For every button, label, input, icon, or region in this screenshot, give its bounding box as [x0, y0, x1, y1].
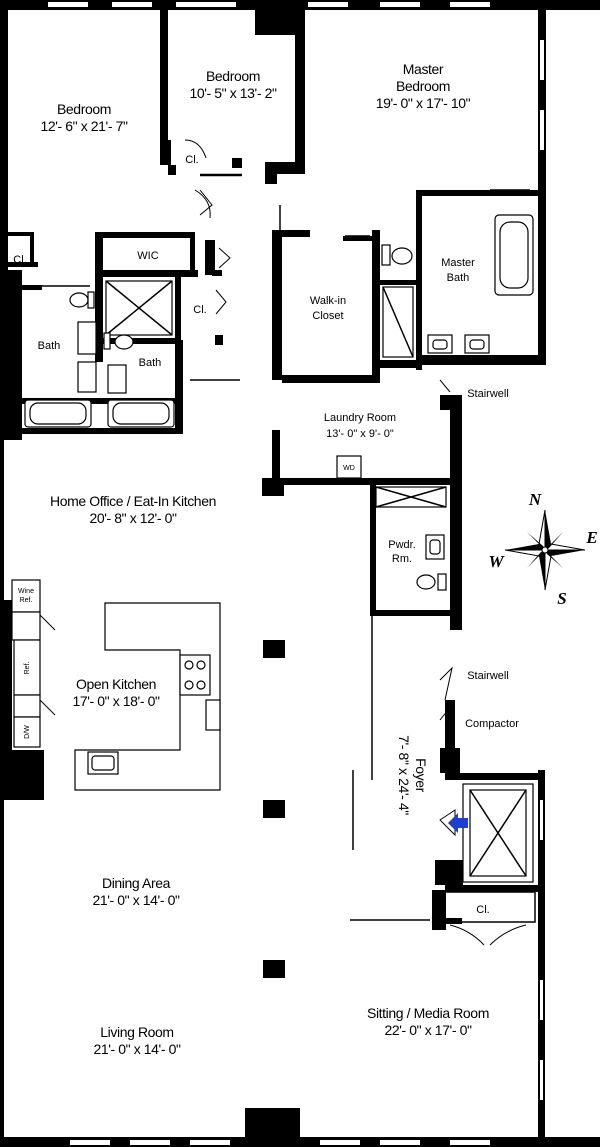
room-labels: Bedroom 12'- 6" x 21'- 7" Bedroom 10'- 5…: [13, 61, 519, 1057]
living-room-name: Living Room: [100, 1024, 173, 1040]
foyer-dims: 7'- 8" x 24'- 4": [396, 735, 412, 815]
bedroom-2-dims: 10'- 5" x 13'- 2": [189, 85, 277, 101]
wine-ref-line1: Wine: [18, 588, 34, 595]
doors: [39, 139, 527, 946]
home-office-dims: 20'- 8" x 12'- 0": [89, 510, 177, 526]
master-bedroom-dims: 19'- 0" x 17'- 10": [376, 95, 471, 111]
closet-mid-label: Cl.: [193, 304, 206, 316]
master-bath-name-line2: Bath: [447, 272, 470, 284]
home-office-name: Home Office / Eat-In Kitchen: [50, 493, 216, 509]
washer-dryer-label: WD: [343, 465, 355, 472]
master-bedroom-name-line2: Bedroom: [396, 78, 450, 94]
master-bath-name-line1: Master: [441, 257, 475, 269]
open-kitchen-name: Open Kitchen: [76, 676, 156, 692]
interior-walls: [8, 10, 545, 978]
laundry-room-dims: 13'- 0" x 9'- 0": [326, 428, 394, 440]
compass-e: E: [585, 528, 597, 547]
bath-2-label: Bath: [139, 357, 162, 369]
master-bedroom-name-line1: Master: [403, 61, 444, 77]
walkin-closet-name-line2: Closet: [312, 310, 343, 322]
wine-ref-line2: Ref.: [20, 597, 33, 604]
stairwell-2-label: Stairwell: [467, 670, 509, 682]
entry-arrow-icon: [448, 813, 468, 833]
sitting-room-name: Sitting / Media Room: [367, 1005, 489, 1021]
dining-area-name: Dining Area: [102, 875, 171, 891]
stairwell-1-label: Stairwell: [467, 388, 509, 400]
laundry-room-name: Laundry Room: [324, 412, 396, 424]
partitions: [40, 173, 530, 921]
sitting-room-dims: 22'- 0" x 17'- 0": [384, 1022, 472, 1038]
closet-foyer-label: Cl.: [476, 904, 489, 916]
ref-label: Ref.: [24, 662, 31, 675]
powder-room-name-line1: Pwdr.: [388, 539, 416, 551]
compass-s: S: [557, 589, 566, 608]
bedroom-1-name: Bedroom: [57, 101, 111, 117]
dw-label: D/W: [24, 725, 31, 739]
bedroom-2-name: Bedroom: [206, 68, 260, 84]
walkin-closet-name-line1: Walk-in: [310, 295, 346, 307]
bedroom-1-dims: 12'- 6" x 21'- 7": [40, 118, 128, 134]
wic-label: WIC: [137, 250, 158, 262]
foyer-name: Foyer: [413, 758, 429, 793]
closet-bed2-label: Cl.: [185, 154, 198, 166]
compass-n: N: [528, 490, 542, 509]
open-kitchen-dims: 17'- 0" x 18'- 0": [72, 693, 160, 709]
compass-w: W: [488, 552, 505, 571]
closet-left-label: Cl.: [13, 254, 26, 266]
compass-rose-icon: [504, 509, 586, 591]
bath-1-label: Bath: [38, 340, 61, 352]
powder-room-name-line2: Rm.: [392, 553, 412, 565]
fixtures: [11, 214, 536, 923]
dining-area-dims: 21'- 0" x 14'- 0": [92, 892, 180, 908]
compactor-label: Compactor: [465, 718, 519, 730]
living-room-dims: 21'- 0" x 14'- 0": [93, 1041, 181, 1057]
